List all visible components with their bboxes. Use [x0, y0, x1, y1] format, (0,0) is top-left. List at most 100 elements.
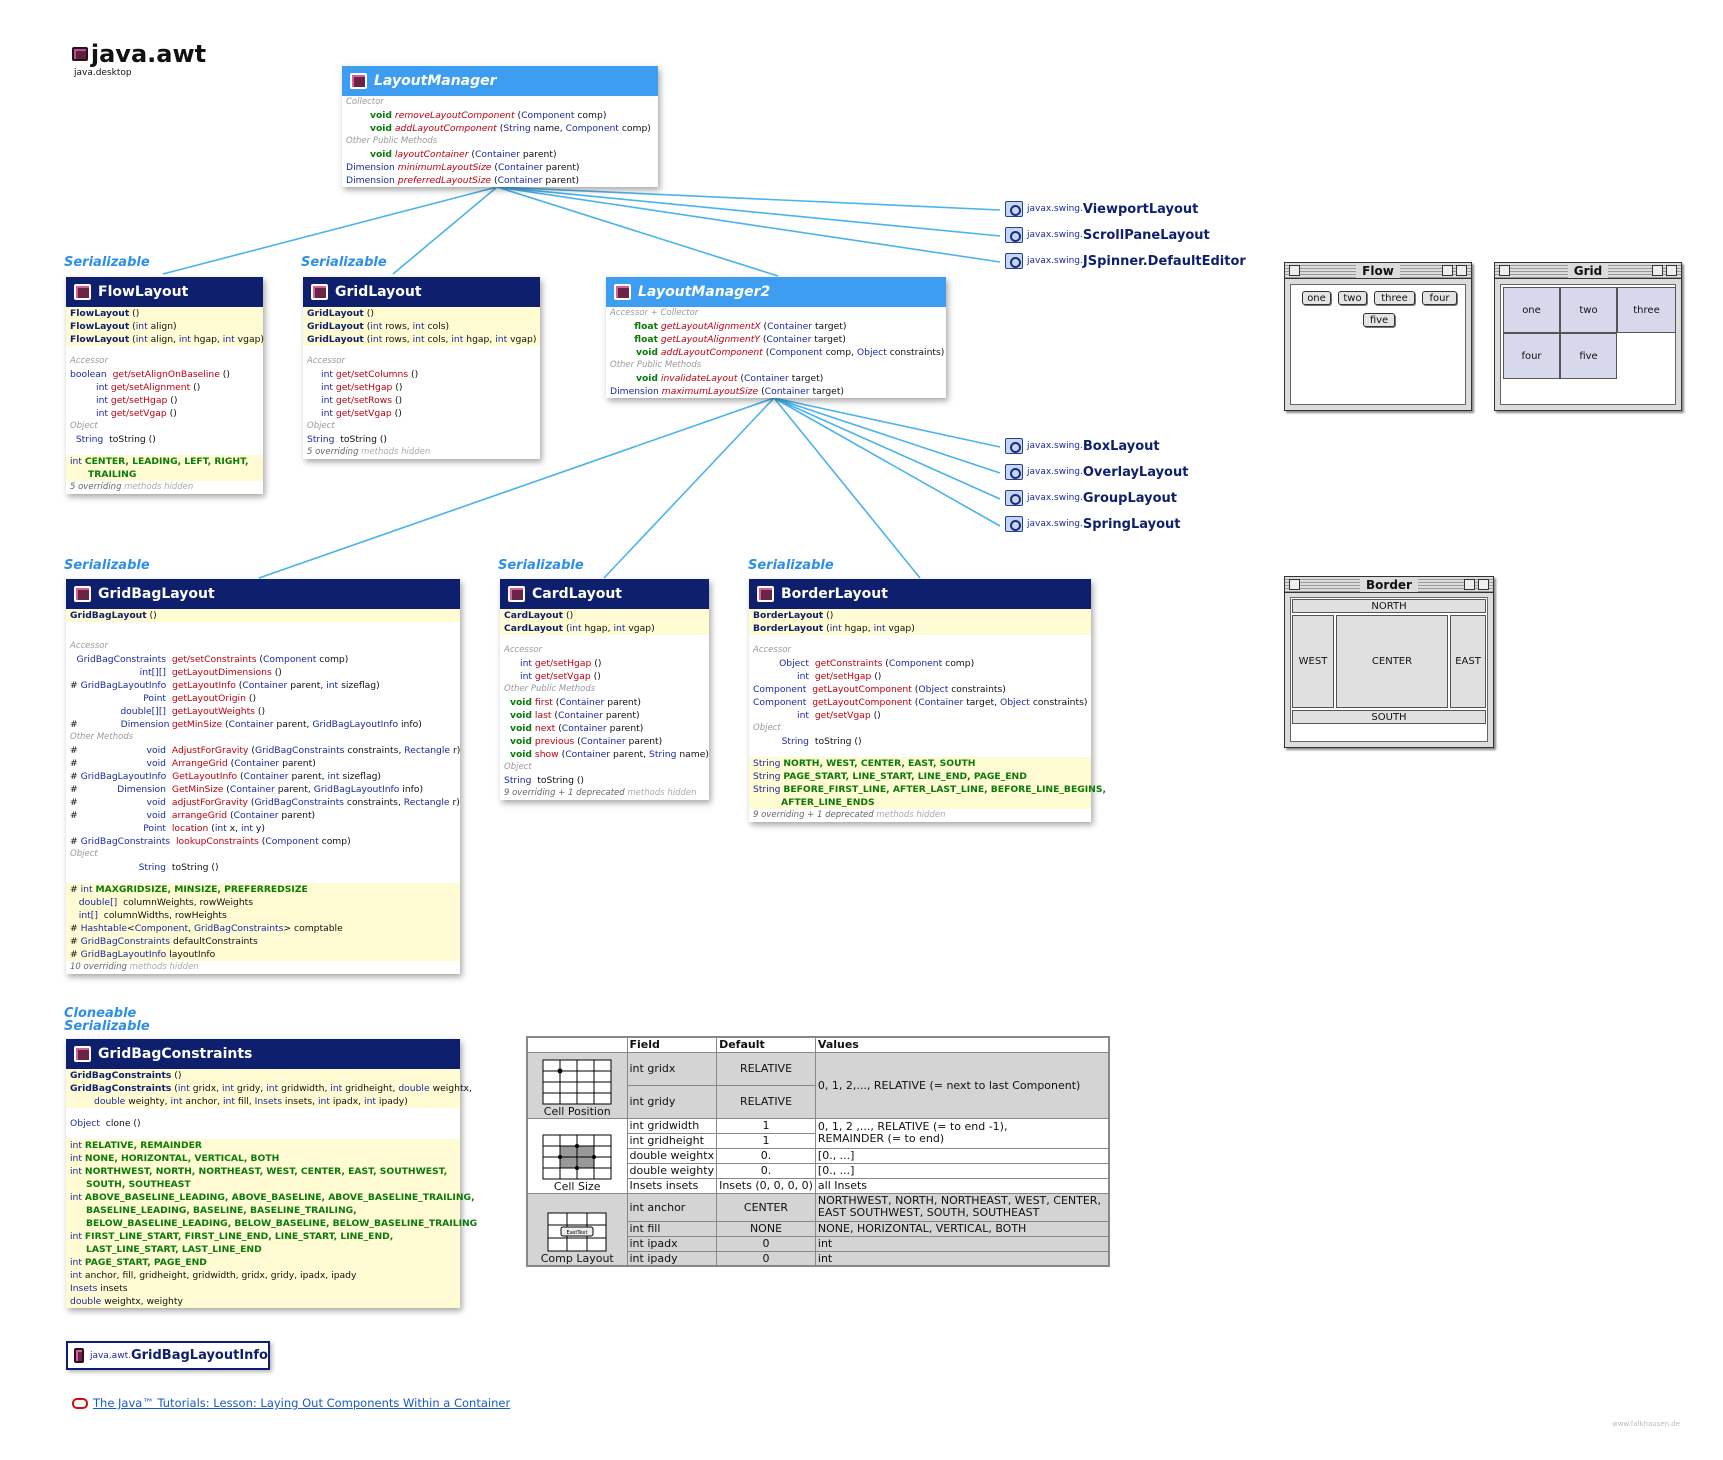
- sample-button[interactable]: four: [1422, 291, 1457, 305]
- class-name: GridBagConstraints: [98, 1046, 253, 1062]
- package-prefix: java.awt.: [89, 1350, 131, 1361]
- stereotype-serializable: Serializable: [498, 558, 584, 573]
- field-cell: int ipady: [626, 1250, 718, 1267]
- class-header: LayoutManager: [342, 66, 658, 96]
- tutorial-link[interactable]: The Java™ Tutorials: Lesson: Laying Out …: [72, 1396, 510, 1410]
- method-row: void next (Container parent): [509, 723, 644, 734]
- field-row: LAST_LINE_START, LAST_LINE_END: [66, 1243, 460, 1256]
- south-region[interactable]: SOUTH: [1292, 710, 1486, 724]
- sample-button[interactable]: five: [1363, 313, 1395, 327]
- table-header-blank: [526, 1036, 628, 1053]
- field-row: AFTER_LINE_ENDS: [749, 796, 1091, 809]
- method-row: int get/setHgap (): [321, 382, 403, 393]
- window-title: Grid: [1567, 263, 1609, 278]
- west-region[interactable]: WEST: [1292, 615, 1334, 708]
- grid-cell[interactable]: one: [1503, 287, 1560, 333]
- grid-cell[interactable]: three: [1617, 287, 1676, 333]
- class-gridbaglayout[interactable]: GridBagLayout GridBagLayout () Accessor …: [66, 579, 460, 974]
- constructor-row: FlowLayout (int align, int hgap, int vga…: [66, 333, 264, 346]
- default-cell: 0: [716, 1235, 816, 1252]
- method-row: Component getLayoutComponent (Object con…: [753, 684, 1006, 695]
- external-class-icon: [1005, 516, 1023, 532]
- default-cell: CENTER: [716, 1192, 816, 1222]
- section-label: Object: [504, 762, 532, 772]
- class-header: GridLayout: [303, 277, 540, 307]
- method-row: float getLayoutAlignmentY (Container tar…: [634, 334, 846, 345]
- method-row: #void arrangeGrid (Container parent): [70, 810, 316, 821]
- external-class-icon: [1005, 438, 1023, 454]
- sample-button[interactable]: one: [1302, 291, 1331, 305]
- center-region[interactable]: CENTER: [1336, 615, 1448, 708]
- class-layoutmanager2[interactable]: LayoutManager2 Accessor + Collector floa…: [606, 277, 946, 398]
- class-name: GridBagLayoutInfo: [130, 1348, 268, 1363]
- constructor-row: FlowLayout (): [66, 307, 263, 320]
- default-cell: 0.: [716, 1147, 816, 1164]
- method-row: void previous (Container parent): [509, 736, 663, 747]
- default-cell: NONE: [716, 1220, 816, 1237]
- field-row: # Hashtable<Component, GridBagConstraint…: [66, 922, 460, 935]
- method-row: void addLayoutComponent (Component comp,…: [635, 347, 945, 358]
- values-cell: 0, 1, 2,..., RELATIVE (= next to last Co…: [814, 1051, 1110, 1119]
- field-row: # int MAXGRIDSIZE, MINSIZE, PREFERREDSIZ…: [66, 883, 460, 896]
- external-class[interactable]: javax.swing.ScrollPaneLayout: [1005, 227, 1210, 243]
- grid-cell[interactable]: five: [1560, 333, 1617, 379]
- class-cardlayout[interactable]: CardLayout CardLayout () CardLayout (int…: [500, 579, 709, 800]
- method-row: # GridBagLayoutInfo getLayoutInfo (Conta…: [70, 680, 380, 691]
- method-row: # GridBagConstraints lookupConstraints (…: [70, 836, 351, 847]
- collapse-box-icon: [1666, 265, 1677, 276]
- field-row: BELOW_BASELINE_LEADING, BELOW_BASELINE, …: [66, 1217, 477, 1230]
- grid-cell[interactable]: two: [1560, 287, 1617, 333]
- external-class[interactable]: javax.swing.BoxLayout: [1005, 438, 1160, 454]
- comp-layout-group: EastText Comp Layout: [526, 1192, 628, 1267]
- window-body: one two three four five: [1290, 284, 1466, 405]
- field-cell: int gridwidth: [626, 1117, 718, 1134]
- default-cell: 0.: [716, 1162, 816, 1179]
- method-row: # GridBagLayoutInfo GetLayoutInfo (Conta…: [70, 771, 382, 782]
- class-name: CardLayout: [532, 586, 622, 602]
- field-row: int[] columnWidths, rowHeights: [66, 909, 460, 922]
- class-name: GridBagLayout: [98, 586, 215, 602]
- stereotype-serializable: Serializable: [748, 558, 834, 573]
- method-row: int get/setVgap (): [520, 671, 601, 682]
- external-class[interactable]: javax.swing.JSpinner.DefaultEditor: [1005, 253, 1246, 269]
- table-header: Values: [814, 1036, 1110, 1053]
- class-flowlayout[interactable]: FlowLayout FlowLayout () FlowLayout (int…: [66, 277, 264, 494]
- section-label: Accessor: [70, 641, 108, 651]
- class-icon: [508, 586, 525, 602]
- north-region[interactable]: NORTH: [1292, 599, 1486, 613]
- values-cell: all Insets: [814, 1177, 1110, 1194]
- section-label: Object: [70, 849, 98, 859]
- class-gridlayout[interactable]: GridLayout GridLayout () GridLayout (int…: [303, 277, 540, 459]
- external-class[interactable]: javax.swing.OverlayLayout: [1005, 464, 1188, 480]
- section-label: Object: [753, 723, 781, 733]
- sample-button[interactable]: three: [1374, 291, 1415, 305]
- section-label: Object: [70, 421, 98, 431]
- method-row: int get/setHgap (): [520, 658, 602, 669]
- constructor-row: FlowLayout (int align): [66, 320, 263, 333]
- east-region[interactable]: EAST: [1450, 615, 1486, 708]
- grid-cell[interactable]: four: [1503, 333, 1560, 379]
- class-gridbaglayoutinfo[interactable]: java.awt.GridBagLayoutInfo: [66, 1341, 270, 1370]
- external-class[interactable]: javax.swing.SpringLayout: [1005, 516, 1181, 532]
- method-row: String toString (): [307, 434, 387, 445]
- method-row: int get/setVgap (): [797, 710, 881, 721]
- field-row: double weightx, weighty: [66, 1295, 460, 1308]
- class-layoutmanager[interactable]: LayoutManager Collector void removeLayou…: [342, 66, 658, 187]
- values-cell: NONE, HORIZONTAL, VERTICAL, BOTH: [814, 1220, 1110, 1237]
- method-row: void first (Container parent): [509, 697, 641, 708]
- external-class[interactable]: javax.swing.ViewportLayout: [1005, 201, 1198, 217]
- external-class[interactable]: javax.swing.GroupLayout: [1005, 490, 1177, 506]
- field-cell: int gridx: [626, 1051, 718, 1086]
- window-body: one two three four five: [1500, 284, 1676, 405]
- class-name: BorderLayout: [781, 586, 888, 602]
- sample-button[interactable]: two: [1338, 291, 1367, 305]
- method-row: int get/setVgap (): [321, 408, 402, 419]
- class-borderlayout[interactable]: BorderLayout BorderLayout () BorderLayou…: [749, 579, 1106, 822]
- section-label: Accessor + Collector: [610, 308, 699, 318]
- method-row: void removeLayoutComponent (Component co…: [369, 110, 607, 121]
- tutorial-link-text[interactable]: The Java™ Tutorials: Lesson: Laying Out …: [93, 1396, 511, 1410]
- external-class-icon: [1005, 201, 1023, 217]
- class-gridbagconstraints[interactable]: GridBagConstraints GridBagConstraints ()…: [66, 1039, 477, 1308]
- class-icon: [74, 1046, 91, 1062]
- method-row: String toString (): [504, 775, 584, 786]
